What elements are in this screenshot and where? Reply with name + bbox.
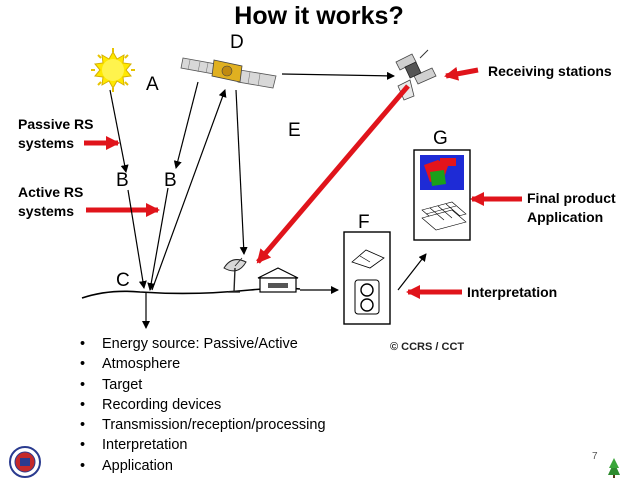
list-item: Atmosphere — [78, 354, 326, 375]
downlink-arrow — [256, 84, 410, 264]
page-title: How it works? — [234, 2, 404, 30]
label-g: G — [433, 128, 448, 149]
tree-logo-icon — [608, 458, 620, 478]
label-f: F — [358, 212, 370, 233]
active-rs-label-line2: systems — [18, 203, 74, 219]
sensor-to-relay-arrow — [281, 71, 395, 80]
list-item: Recording devices — [78, 395, 326, 416]
list-item: Interpretation — [78, 435, 326, 456]
list-item: Target — [78, 375, 326, 396]
receiving-stations-arrow — [444, 66, 479, 81]
seal-logo-icon — [9, 446, 41, 478]
page-number: 7 — [592, 451, 598, 462]
active-pulse-down-arrow — [173, 81, 199, 169]
label-b-passive: B — [116, 170, 129, 191]
interpretation-label: Interpretation — [467, 284, 557, 300]
final-product-label-line1: Final product — [527, 190, 616, 206]
ground-station-icon — [257, 267, 299, 293]
label-c: C — [116, 270, 130, 291]
component-list: Energy source: Passive/Active Atmosphere… — [78, 334, 326, 476]
active-rs-label-line1: Active RS — [18, 184, 83, 200]
satellite-icon — [180, 57, 277, 89]
sensor-to-station-arrow — [235, 89, 248, 255]
reflected-to-sensor-arrow — [151, 89, 227, 291]
list-item: Energy source: Passive/Active — [78, 334, 326, 355]
passive-rs-label-line1: Passive RS — [18, 116, 94, 132]
sun-to-atmosphere-arrow — [109, 89, 129, 173]
sun-icon — [91, 48, 135, 92]
passive-rs-label-line2: systems — [18, 135, 74, 151]
label-b-active: B — [164, 170, 177, 191]
label-a: A — [146, 74, 159, 95]
receiving-stations-label: Receiving stations — [488, 63, 612, 79]
atmosphere-to-target-arrow — [127, 189, 147, 289]
dish-antenna-icon — [223, 257, 247, 293]
final-product-label-line2: Application — [527, 209, 603, 225]
list-item: Application — [78, 456, 326, 477]
list-item: Transmission/reception/processing — [78, 415, 326, 436]
label-e: E — [288, 120, 301, 141]
interpretation-to-product-arrow — [397, 253, 427, 291]
label-d: D — [230, 32, 244, 53]
final-product-icon — [413, 149, 471, 241]
active-pulse-to-target-arrow — [147, 187, 169, 291]
interpretation-panel-icon — [343, 231, 391, 325]
image-credit: © CCRS / CCT — [390, 341, 465, 353]
